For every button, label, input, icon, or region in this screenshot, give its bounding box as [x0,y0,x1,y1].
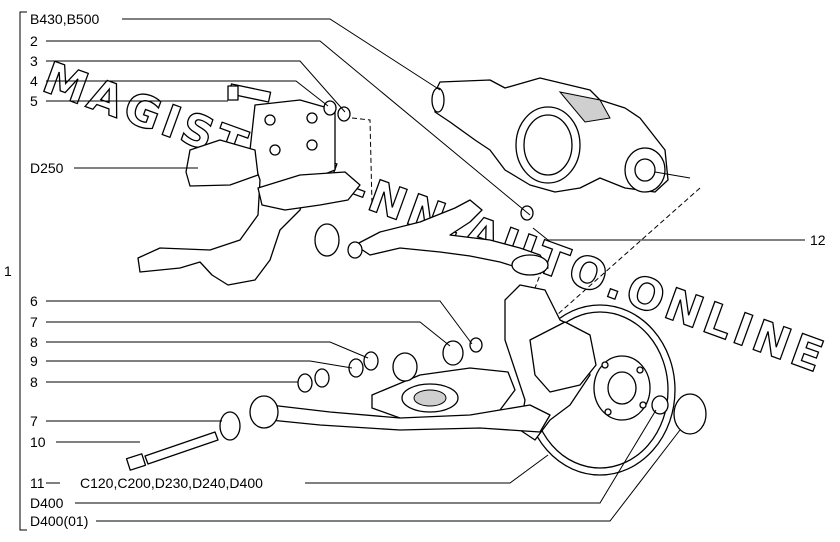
hub-nut [651,395,669,415]
bushing-7b [249,395,279,429]
label-d400-01: D400(01) [30,513,88,529]
hub-cap [673,393,707,435]
hub-knuckle-brake-assembly [504,284,676,476]
label-11: 11 [30,475,45,491]
leader-lines [46,18,805,522]
label-7-lower: 7 [30,413,38,429]
nut-3 [337,106,351,122]
label-2: 2 [30,33,38,49]
mounting-bracket [137,99,361,286]
label-d400: D400 [30,495,64,511]
label-9: 9 [30,353,38,369]
upper-control-arm [347,199,549,276]
washer-8b-1 [297,373,313,393]
label-12: 12 [810,232,826,248]
label-8-upper: 8 [30,334,38,350]
label-3: 3 [30,53,38,69]
washer-7a [442,340,464,366]
label-5: 5 [30,93,38,109]
label-1: 1 [4,263,12,279]
long-bolt-10 [125,431,219,471]
washer-8a [363,351,379,371]
label-b430-b500: B430,B500 [30,11,99,27]
group-bracket [19,11,27,531]
differential-housing [431,77,691,193]
label-4: 4 [30,73,38,89]
washer-4 [323,100,337,116]
washer-8b-2 [314,368,330,388]
nut-6 [469,337,483,353]
label-10: 10 [30,434,46,450]
label-6: 6 [30,293,38,309]
bolt-5 [227,83,272,103]
label-d250: D250 [30,160,64,176]
lower-control-arm [269,352,551,433]
label-c120-group: C120,C200,D230,D240,D400 [80,475,263,491]
washer-7b [219,411,241,441]
label-8-lower: 8 [30,374,38,390]
label-7-upper: 7 [30,314,38,330]
